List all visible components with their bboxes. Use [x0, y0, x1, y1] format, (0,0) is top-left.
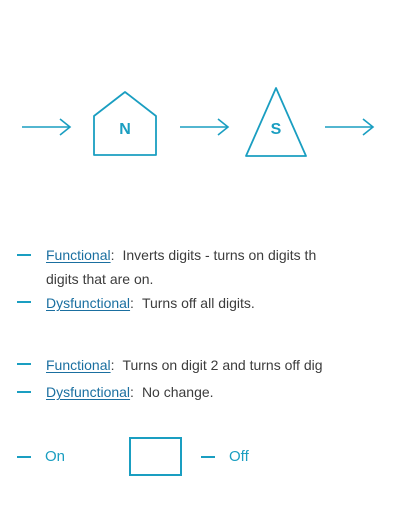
legend-on-label: On	[45, 448, 66, 465]
bullet-dash	[17, 391, 31, 393]
functional-description-continued: digits that are on.	[46, 271, 154, 287]
dysfunctional-line-2: Dysfunctional:No change.	[46, 384, 214, 400]
bullet-dash	[17, 363, 31, 365]
functional-description: Turns on digit 2 and turns off dig	[122, 357, 323, 373]
dysfunctional-term-link[interactable]: Dysfunctional	[46, 384, 131, 400]
dysfunctional-description: No change.	[141, 384, 214, 400]
node-n: N	[93, 91, 157, 157]
functional-term-link[interactable]: Functional	[46, 247, 111, 263]
legend-off-label: Off	[229, 448, 249, 465]
node-label: S	[270, 121, 282, 138]
functional-term-link[interactable]: Functional	[46, 357, 111, 373]
bullet-dash	[17, 301, 31, 303]
functional-line-1: Functional:Inverts digits - turns on dig…	[46, 247, 317, 263]
arrow-right-icon	[325, 118, 375, 136]
legend-off-dash	[201, 456, 215, 458]
triangle-icon	[245, 87, 307, 157]
house-pentagon-icon	[93, 91, 157, 156]
functional-description: Inverts digits - turns on digits th	[122, 247, 317, 263]
arrow-right-icon	[22, 118, 72, 136]
node-s: S	[245, 87, 307, 157]
dysfunctional-description: Turns off all digits.	[141, 295, 255, 311]
functional-line-2: Functional:Turns on digit 2 and turns of…	[46, 357, 323, 373]
legend-box	[129, 437, 182, 476]
dysfunctional-term-link[interactable]: Dysfunctional	[46, 295, 131, 311]
bullet-dash	[17, 254, 31, 256]
node-label: N	[119, 121, 131, 138]
dysfunctional-line-1: Dysfunctional:Turns off all digits.	[46, 295, 255, 311]
arrow-right-icon	[180, 118, 230, 136]
legend-on-dash	[17, 456, 31, 458]
